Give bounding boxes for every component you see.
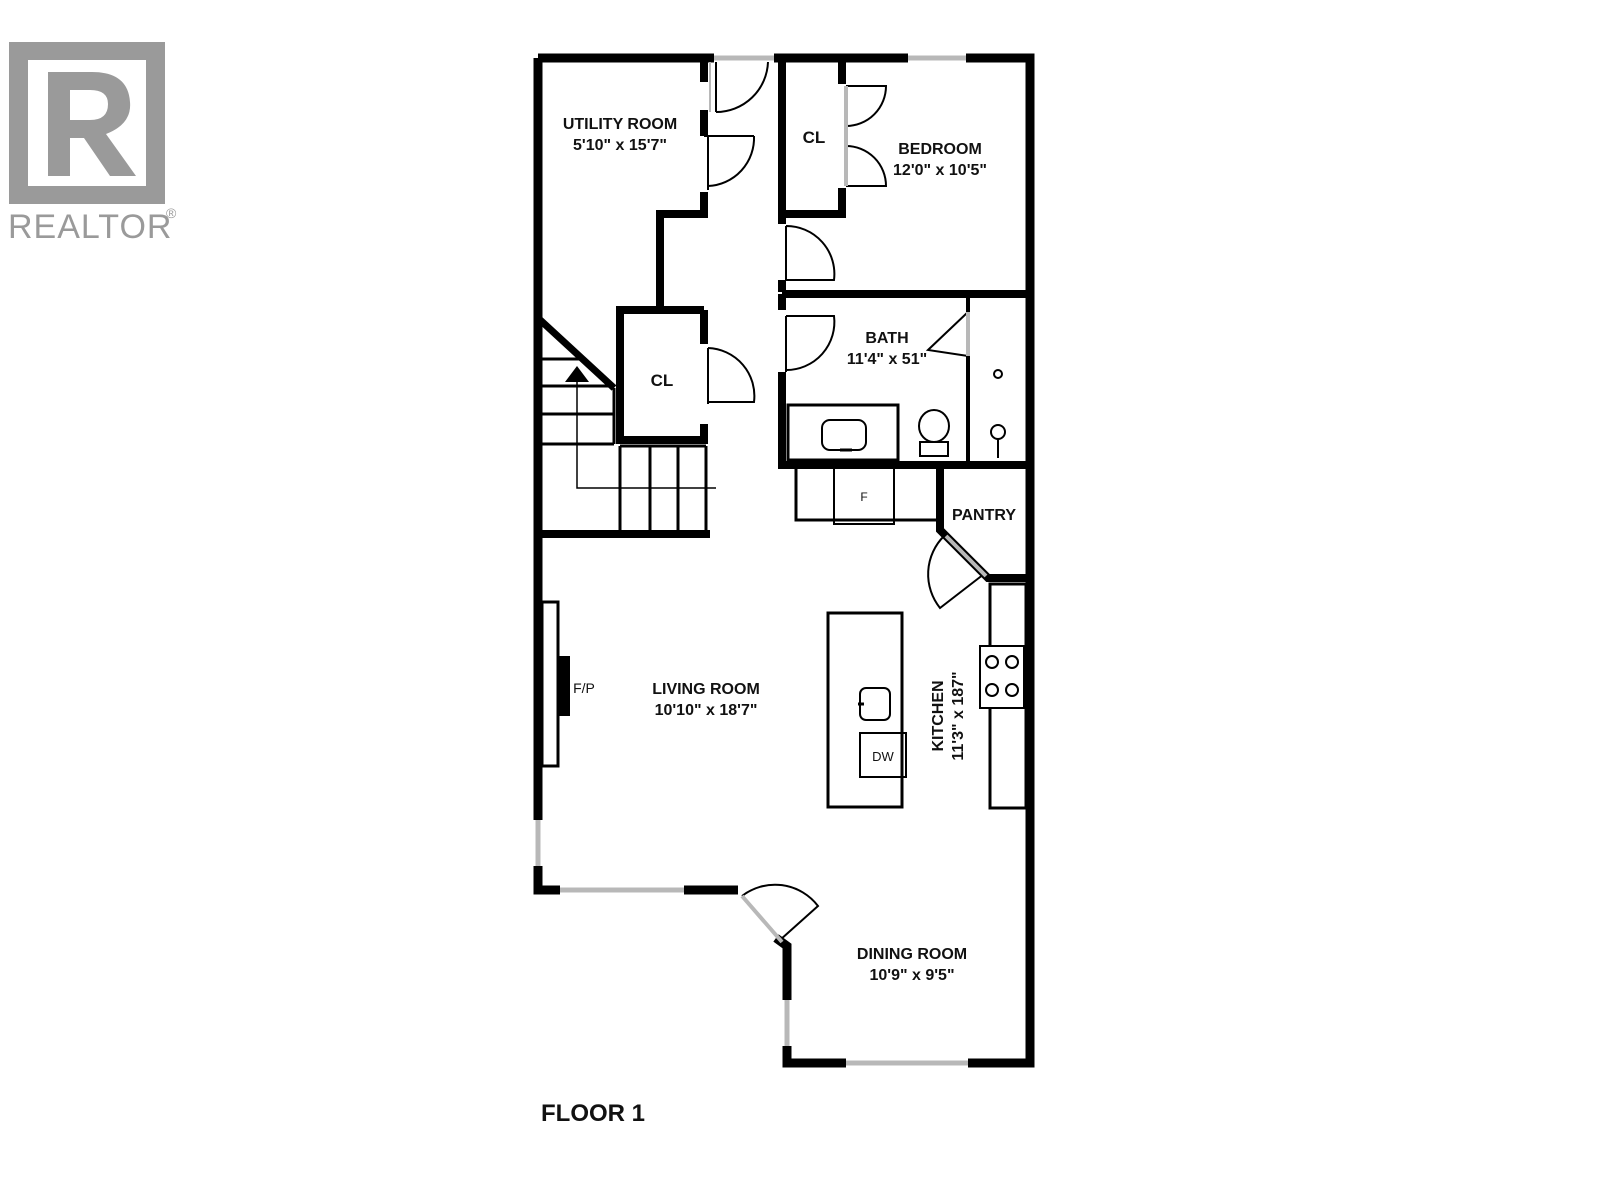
shower-door	[925, 311, 970, 357]
dining-room-name: DINING ROOM	[857, 946, 967, 963]
wall-sw-corner	[533, 866, 560, 895]
stairs	[538, 357, 716, 538]
bath-vanity	[786, 403, 900, 462]
bedroom-closet-wall	[778, 58, 846, 218]
bath-name: BATH	[865, 330, 908, 347]
windows	[535, 55, 968, 1066]
utility-room-size: 5'10" x 15'7"	[573, 137, 667, 154]
realtor-r-icon	[48, 72, 136, 176]
utility-wall-step	[656, 192, 708, 310]
bath-door	[785, 315, 836, 372]
kitchen-name: KITCHEN	[930, 680, 947, 751]
stair-direction-line	[576, 382, 716, 489]
front-door	[740, 883, 820, 944]
burner-icon	[1005, 683, 1019, 697]
kitchen-size: 11'3" x 187"	[950, 671, 967, 760]
bedroom-name: BEDROOM	[898, 141, 982, 158]
wall-south-dining	[782, 1046, 846, 1068]
bedroom-closet-doors	[844, 85, 888, 187]
bath-sink-icon	[821, 419, 867, 451]
floor-title: FLOOR 1	[541, 1100, 645, 1127]
burner-icon	[985, 655, 999, 669]
shower-head-icon	[990, 424, 1006, 440]
fireplace	[540, 600, 560, 768]
realtor-logo-text: REALTOR	[8, 208, 172, 246]
toilet-icon	[918, 409, 950, 443]
wall-dining-angle	[773, 934, 792, 1000]
bath-wall-bottom	[778, 372, 1030, 469]
doors	[704, 61, 988, 944]
fridge-label: F	[860, 490, 867, 504]
bedroom-closet-name: CL	[803, 128, 826, 147]
wall-east	[966, 53, 1035, 1068]
realtor-logo: REALTOR ®	[8, 42, 177, 246]
range	[979, 645, 1025, 709]
fireplace-label: F/P	[573, 680, 595, 696]
realtor-registered-mark: ®	[166, 205, 177, 221]
fireplace-hearth	[558, 656, 570, 716]
fridge	[833, 467, 895, 525]
interior-walls	[535, 58, 1030, 582]
hall-closet-name: CL	[651, 371, 674, 390]
dishwasher-label: DW	[872, 749, 894, 764]
kitchen-label: KITCHEN 11'3" x 187"	[930, 671, 967, 760]
living-room-size: 10'10" x 18'7"	[655, 702, 758, 719]
pantry-door	[927, 534, 988, 610]
fixtures	[540, 369, 1028, 810]
bedroom-door	[785, 224, 836, 281]
bedroom-size: 12'0" x 10'5"	[893, 162, 987, 179]
living-room-name: LIVING ROOM	[652, 681, 760, 698]
utility-door	[704, 135, 756, 190]
stair-up-arrow-icon	[565, 366, 589, 382]
bath-size: 11'4" x 51"	[847, 351, 927, 368]
island-sink-icon	[859, 687, 891, 721]
burner-icon	[1005, 655, 1019, 669]
hall-closet-door	[707, 347, 756, 404]
pantry-name: PANTRY	[952, 507, 1016, 524]
dishwasher	[859, 732, 907, 778]
labels: UTILITY ROOM 5'10" x 15'7" CL BEDROOM 12…	[541, 116, 1016, 1127]
dining-room-size: 10'9" x 9'5"	[869, 967, 954, 984]
kitchen-counter-north	[794, 468, 936, 522]
utility-room-name: UTILITY ROOM	[563, 116, 677, 133]
kitchen-island	[826, 611, 904, 809]
toilet-tank	[919, 441, 949, 457]
walls	[533, 53, 1035, 1068]
stair-diagonal-wall	[535, 315, 617, 391]
shower-drain-icon	[993, 369, 1003, 379]
hall-closet-wall	[616, 306, 708, 444]
utility-north-door	[709, 61, 769, 113]
burner-icon	[985, 683, 999, 697]
